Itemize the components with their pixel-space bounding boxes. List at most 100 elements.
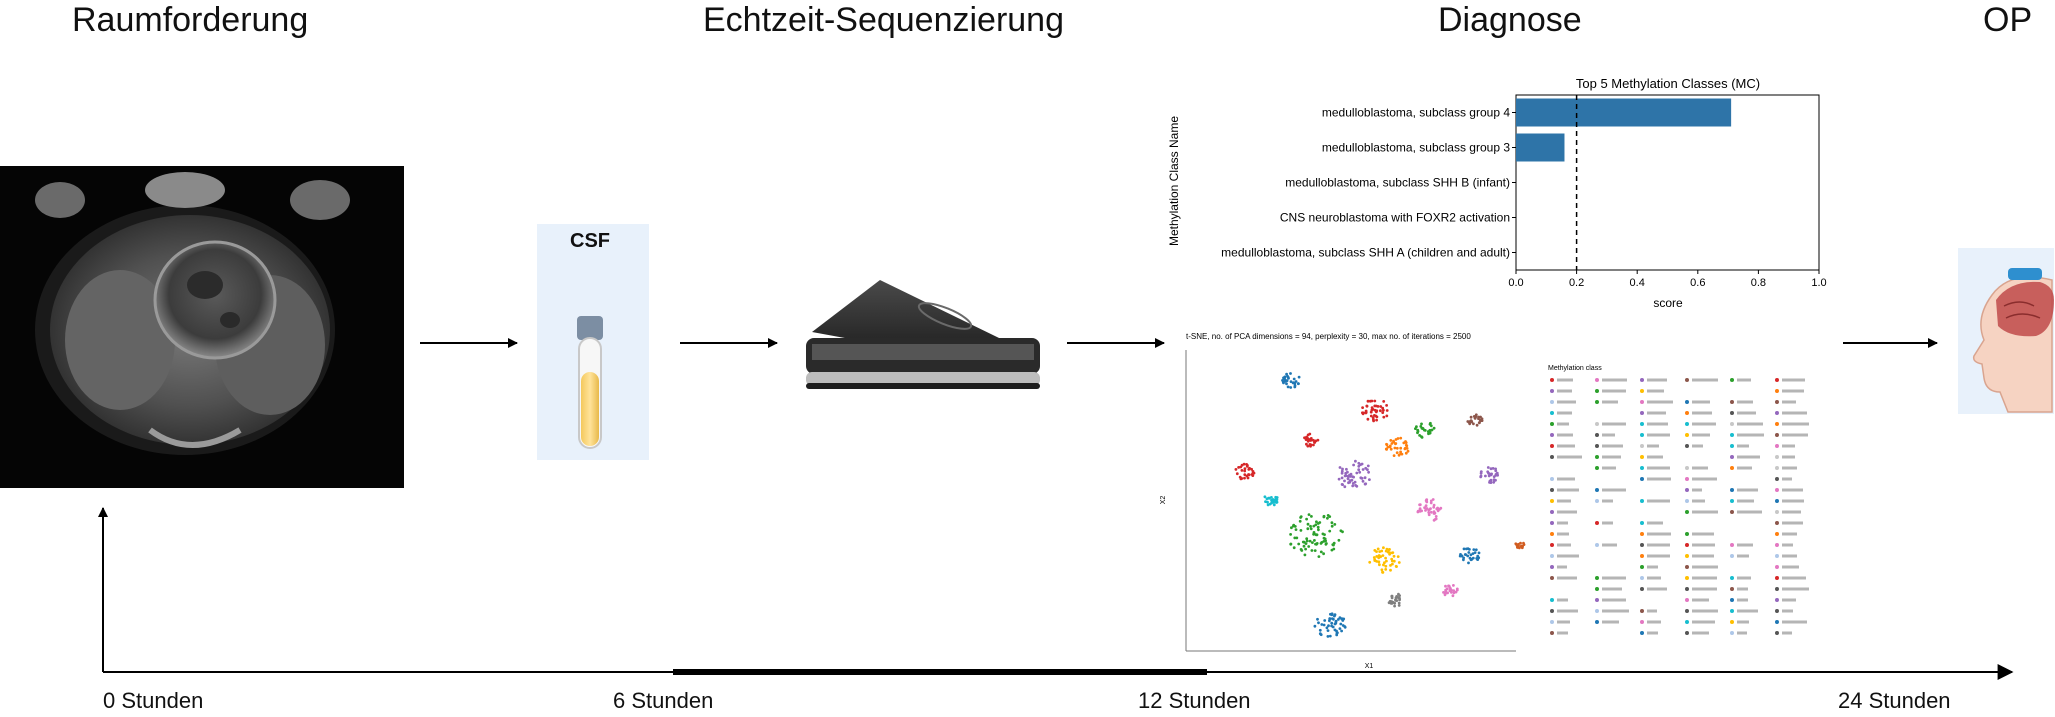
legend-swatch [1775,400,1779,404]
tsne-point [1389,568,1392,572]
tsne-point [1425,498,1429,501]
tube-fluid [581,372,599,446]
tsne-point [1311,541,1314,544]
tsne-point [1468,556,1472,560]
tsne-point [1388,551,1391,554]
legend-entry-mark [1602,422,1626,426]
tsne-point [1473,551,1477,554]
tsne-point [1266,500,1269,504]
legend-entry-mark [1737,466,1752,470]
legend-swatch [1775,543,1779,547]
tsne-point [1492,478,1496,482]
tsne-point [1289,542,1293,546]
tsne-point [1495,471,1499,475]
legend-swatch [1775,631,1779,635]
legend-entry-mark [1737,631,1747,635]
tsne-point [1467,551,1471,554]
tsne-point [1354,484,1357,487]
tsne-point [1315,542,1319,545]
tsne-point [1318,632,1322,636]
tsne-point [1325,542,1328,545]
tsne-point [1304,542,1308,545]
tsne-point [1378,563,1381,567]
tsne-point [1338,616,1342,619]
legend-entry-mark [1782,521,1803,525]
legend-entry-mark [1737,499,1754,503]
tsne-point [1314,523,1318,527]
tsne-point [1309,527,1313,531]
legend-entry-mark [1737,543,1753,547]
legend-entry-mark [1692,466,1708,470]
legend-swatch [1730,466,1734,470]
tsne-point [1327,624,1330,628]
tsne-point [1384,568,1388,571]
tsne-point [1383,561,1386,565]
legend-entry-mark [1782,455,1795,459]
tsne-point [1397,453,1401,457]
tsne-point [1353,480,1357,484]
tsne-point [1289,372,1292,375]
legend-entry-mark [1692,532,1714,536]
tsne-point [1362,411,1365,415]
tsne-point [1494,467,1497,471]
legend-swatch [1550,554,1554,558]
tsne-point [1427,511,1431,514]
legend-swatch [1730,411,1734,415]
tsne-point [1395,446,1399,450]
tsne-point [1335,629,1338,633]
tsne-point [1340,476,1344,480]
tsne-point [1369,414,1373,418]
tsne-point [1392,454,1396,457]
legend-entry-mark [1692,620,1715,624]
tsne-point [1404,443,1408,447]
time-label-6h: 6 Stunden [613,688,714,713]
time-label-24h: 24 Stunden [1838,688,1951,713]
tsne-point [1384,447,1388,451]
tsne-point [1291,381,1295,385]
legend-swatch [1640,378,1644,382]
legend-entry-mark [1647,422,1668,426]
tsne-point [1312,443,1315,447]
tsne-point [1432,518,1436,522]
legend-swatch [1685,488,1689,492]
legend-entry-mark [1737,433,1764,437]
legend-swatch [1685,499,1689,503]
tsne-point [1243,467,1247,471]
legend-swatch [1550,565,1554,569]
legend-swatch [1640,444,1644,448]
tsne-point [1282,381,1285,385]
tsne-point [1307,545,1311,548]
legend-swatch [1730,499,1734,503]
tsne-point [1305,537,1309,541]
x-tick-label-6: 1.0 [1811,277,1826,289]
legend-swatch [1730,400,1734,404]
tsne-point [1313,539,1316,542]
tsne-point [1308,539,1312,543]
legend-swatch [1640,532,1644,536]
tsne-point [1399,446,1403,450]
tsne-point [1293,384,1297,388]
tsne-point [1465,547,1468,551]
tsne-point [1340,629,1343,633]
tsne-point [1289,533,1292,536]
tsne-point [1388,599,1392,603]
legend-swatch [1640,433,1644,437]
tsne-point [1297,542,1301,546]
tsne-point [1297,375,1301,379]
tsne-point [1432,505,1436,509]
tsne-point [1369,410,1373,414]
tsne-point [1303,553,1307,557]
tsne-point [1330,617,1334,620]
legend-entry-mark [1737,422,1763,426]
legend-swatch [1775,609,1779,613]
tsne-point [1317,621,1320,625]
tsne-point [1471,556,1475,560]
tsne-point [1372,419,1375,423]
tsne-point [1367,470,1370,474]
tsne-point [1389,439,1393,442]
legend-entry-mark [1782,620,1807,624]
tsne-point [1428,431,1432,435]
tsne-point [1382,400,1386,403]
tsne-point [1373,408,1377,412]
tsne-point [1317,528,1320,532]
